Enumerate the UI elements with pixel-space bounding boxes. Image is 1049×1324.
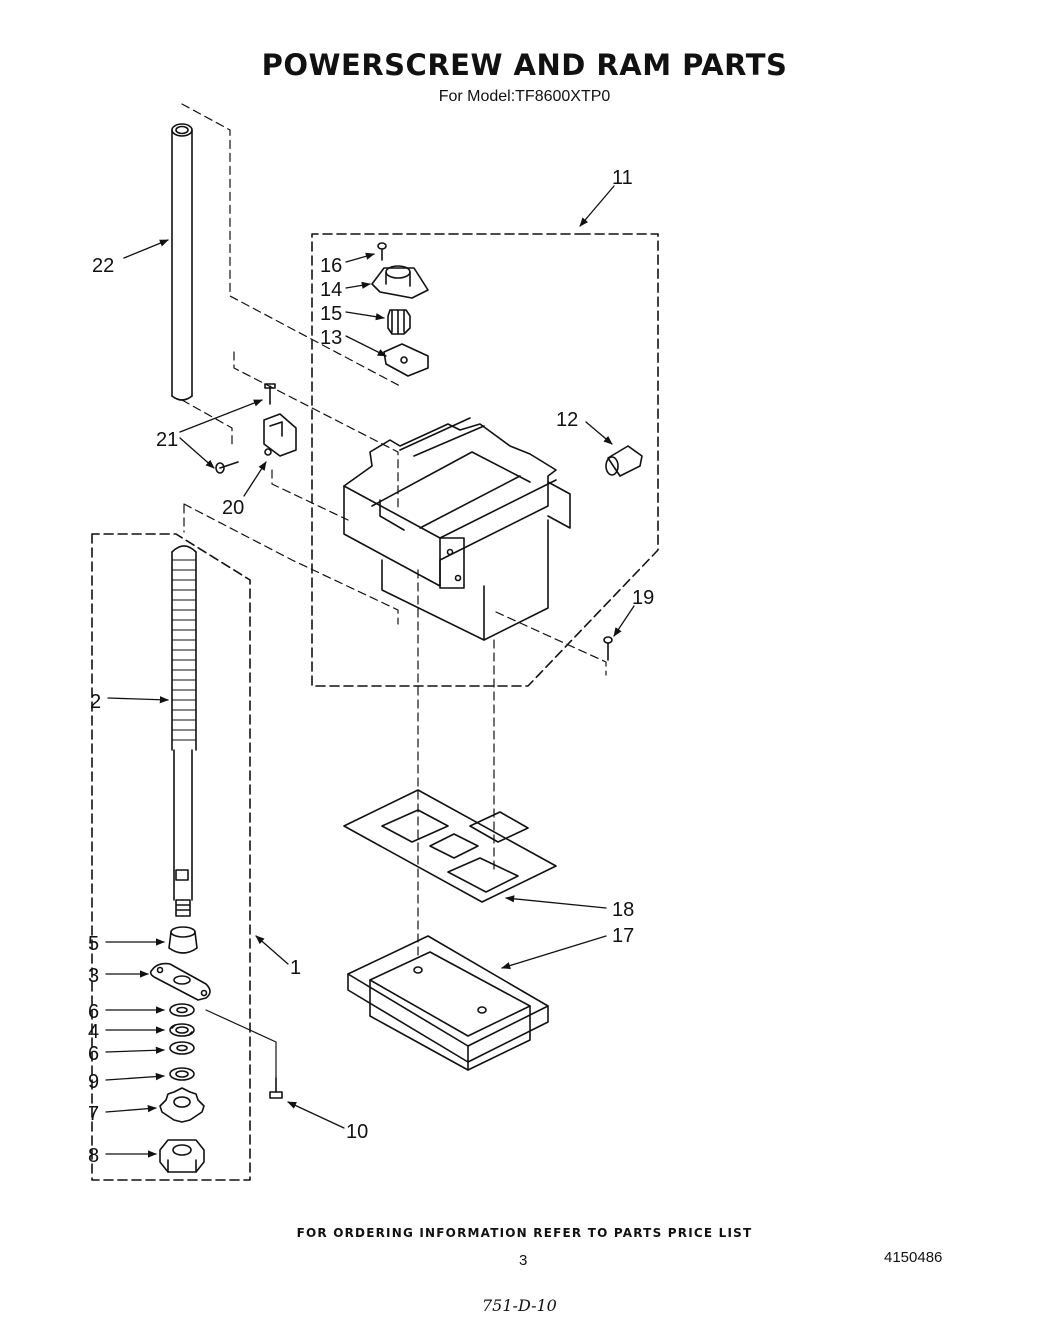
plate-part-13: [383, 343, 429, 377]
callout-6-upper: 6: [88, 1001, 99, 1023]
gasket-part-18: [343, 789, 557, 903]
callout-labels: 22 11 16 14 15 13 12 21 20 19 2 5 1 3 6 …: [88, 167, 654, 1167]
callout-4: 4: [88, 1021, 99, 1043]
callout-2: 2: [90, 691, 101, 713]
tray-part-17: [347, 935, 549, 1071]
callout-22: 22: [92, 255, 114, 277]
callout-21: 21: [156, 429, 178, 451]
callout-18: 18: [612, 899, 634, 921]
callout-6-lower: 6: [88, 1043, 99, 1065]
callout-8: 8: [88, 1145, 99, 1167]
powerscrew-part-2: [171, 545, 197, 917]
callout-12: 12: [556, 409, 578, 431]
washer-part-6-lower: [169, 1041, 195, 1055]
diagram-title: POWERSCREW AND RAM PARTS: [261, 48, 788, 82]
callout-15: 15: [320, 303, 342, 325]
callout-17: 17: [612, 925, 634, 947]
callout-leaders: [105, 185, 635, 1158]
bracket-part-20: [263, 413, 297, 457]
alignment-lines: [181, 103, 607, 1079]
model-subtitle: For Model:TF8600XTP0: [438, 88, 611, 105]
spacer-part-9: [169, 1067, 195, 1081]
washer-part-6-upper: [169, 1003, 195, 1017]
handwritten-code: 751-D-10: [482, 1296, 557, 1315]
nut-part-8: [159, 1139, 205, 1173]
page-number: 3: [519, 1252, 528, 1269]
screw-part-10: [269, 1077, 283, 1099]
callout-9: 9: [88, 1071, 99, 1093]
callout-19: 19: [632, 587, 654, 609]
gear-part-15: [387, 309, 411, 335]
callout-3: 3: [88, 965, 99, 987]
coupler-part-5: [168, 926, 198, 954]
callout-13: 13: [320, 327, 342, 349]
document-number: 4150486: [884, 1249, 943, 1266]
plug-part-12: [605, 445, 643, 477]
ram-tube-part-22: [171, 123, 193, 401]
ordering-note: FOR ORDERING INFORMATION REFER TO PARTS …: [296, 1226, 753, 1240]
bearing-plate-part-3: [149, 962, 211, 1001]
callout-20: 20: [222, 497, 244, 519]
callout-5: 5: [88, 933, 99, 955]
bearing-part-4: [169, 1023, 195, 1037]
screw-part-16: [377, 242, 387, 261]
assembly-1-boundary: [91, 533, 251, 1181]
bearing-mount-part-14: [371, 265, 429, 299]
callout-16: 16: [320, 255, 342, 277]
callout-10: 10: [346, 1121, 368, 1143]
callout-14: 14: [320, 279, 342, 301]
screws-part-21: [215, 383, 276, 474]
sprocket-part-7: [159, 1087, 205, 1123]
ram-housing-part-11: [343, 417, 571, 641]
callout-11: 11: [612, 167, 633, 189]
callout-7: 7: [88, 1103, 99, 1125]
screw-part-19: [603, 636, 613, 661]
assembly-11-boundary: [311, 233, 659, 687]
callout-1: 1: [290, 957, 301, 979]
